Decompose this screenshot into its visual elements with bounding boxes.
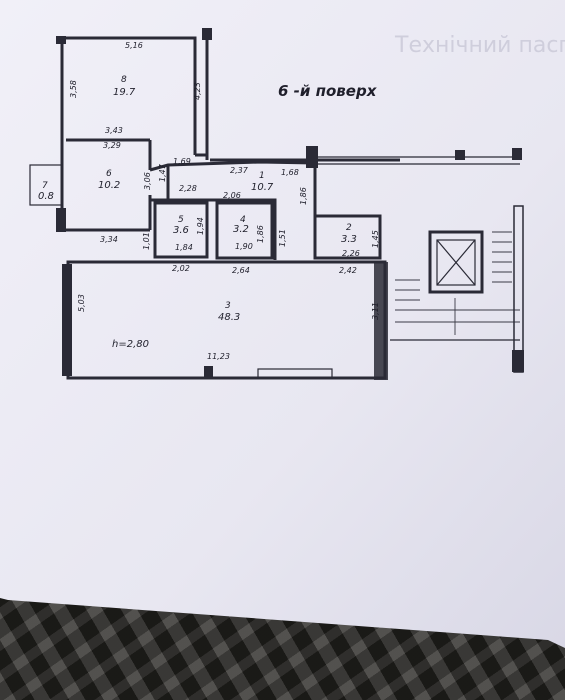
dimension: 1,90	[235, 242, 253, 251]
carpet-background	[0, 560, 565, 700]
dimension: 1,94	[196, 217, 205, 235]
dimension: 1,68	[281, 168, 299, 177]
dimension: 11,23	[207, 352, 230, 361]
elevator-cross	[436, 239, 476, 286]
room-4-number: 4	[240, 215, 246, 225]
room-4-area: 3.2	[233, 224, 249, 235]
column	[204, 366, 213, 379]
room-5-walls	[153, 201, 209, 259]
room-5-area: 3.6	[173, 225, 189, 236]
room-3-number: 3	[225, 301, 231, 311]
room-6-area: 10.2	[98, 180, 120, 191]
dimension: 1,47	[158, 163, 167, 182]
room-3-area: 48.3	[218, 312, 240, 323]
dimension: 2,64	[232, 266, 250, 275]
column	[512, 148, 522, 160]
room-1-number: 1	[259, 171, 265, 181]
room-3-walls	[66, 260, 387, 380]
dimension: 1,51	[278, 229, 287, 247]
dimension: 1,86	[256, 225, 265, 243]
room-1-walls	[149, 158, 400, 260]
dimension: 5,16	[125, 41, 143, 50]
room-8-area: 19.7	[113, 87, 136, 98]
dimension: 4,23	[193, 82, 202, 100]
room-7-balcony	[29, 164, 63, 206]
room-6-number: 6	[106, 169, 112, 179]
room-7-area: 0.8	[38, 191, 54, 202]
dimension: 1,86	[299, 187, 308, 205]
dimension: 1,01	[142, 232, 151, 250]
ceiling-height: h=2,80	[112, 339, 149, 350]
room-1-area: 10.7	[251, 182, 274, 193]
dimension: 2,06	[223, 191, 241, 200]
faded-header: Технічний паспорт	[394, 33, 565, 58]
room-2-number: 2	[346, 223, 352, 233]
dimension: 3,06	[143, 172, 152, 190]
room-8-number: 8	[121, 75, 127, 85]
room-4-walls	[215, 201, 274, 260]
dimension: 3,11	[371, 302, 380, 320]
dimension: 2,42	[339, 266, 357, 275]
elevator-shaft	[428, 230, 484, 294]
window	[257, 368, 333, 379]
dimension: 3,43	[105, 126, 123, 135]
dimension: 3,29	[103, 141, 121, 150]
column	[455, 150, 465, 160]
elevator-cross	[436, 239, 476, 286]
stairs	[395, 231, 520, 335]
stair-wall	[513, 205, 524, 373]
floor-title: 6 -й поверх	[278, 82, 378, 100]
room-8-walls	[60, 34, 209, 160]
elevator-cabin	[436, 239, 476, 286]
wall-column	[374, 262, 388, 380]
column	[56, 36, 66, 44]
dimension: 1,45	[371, 230, 380, 248]
room-7-number: 7	[42, 181, 48, 191]
column	[56, 208, 66, 232]
dimension: 3,34	[100, 235, 118, 244]
room-5-number: 5	[178, 215, 184, 225]
room-6-walls	[60, 140, 152, 232]
paper-sheet	[0, 0, 565, 648]
column	[512, 350, 524, 372]
dimension: 2,02	[172, 264, 190, 273]
wall-column	[62, 264, 72, 376]
dimension: 1,84	[175, 243, 193, 252]
dimension: 2,37	[230, 166, 249, 175]
dimension: 2,28	[179, 184, 197, 193]
column	[202, 28, 212, 40]
room-2-area: 3.3	[341, 234, 357, 245]
room-2-walls	[313, 214, 382, 260]
column	[306, 146, 318, 168]
dimension: 5,03	[77, 294, 86, 312]
dimension: 1,69	[173, 157, 191, 166]
dimension: 3,58	[69, 80, 78, 98]
dimension: 2,26	[342, 249, 360, 258]
